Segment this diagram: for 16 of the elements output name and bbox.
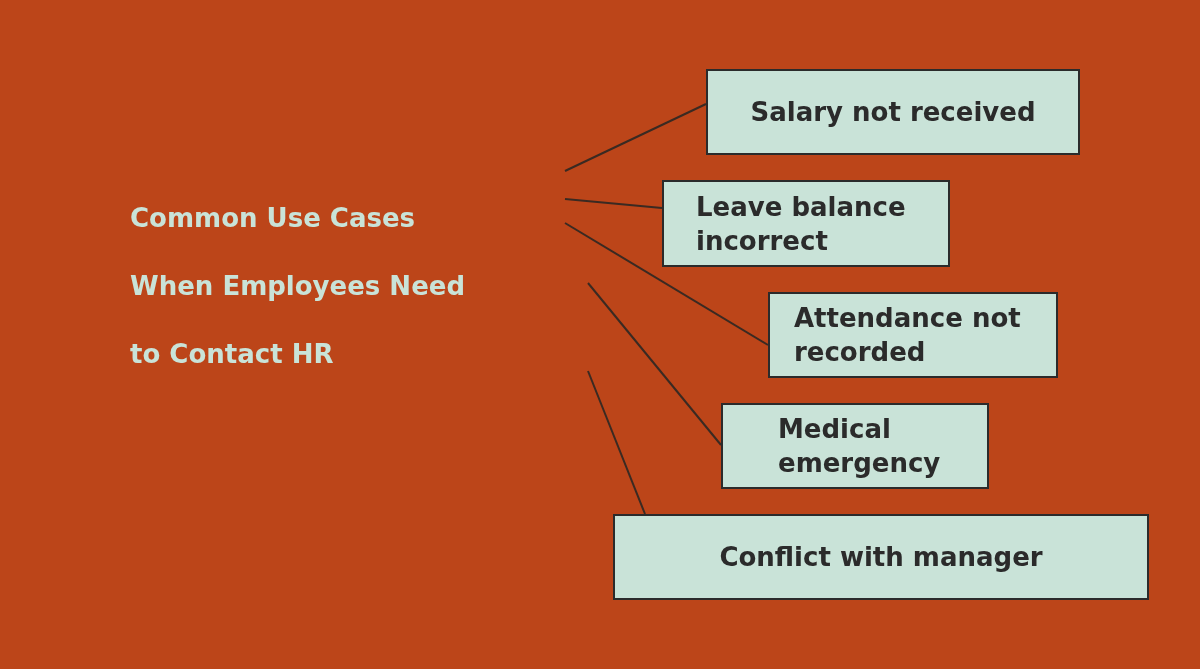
case-box [662,180,950,267]
case-box [721,403,989,489]
case-box [706,69,1080,155]
case-label: Attendance not recorded [794,302,1022,369]
case-box [613,514,1149,600]
case-label: Conflict with manager [719,541,1043,574]
connector-line [564,222,769,346]
case-label: Leave balance incorrect [696,190,907,258]
diagram-title: Common Use Cases When Employees Need to Contact HR [130,202,466,371]
connector-line [564,103,707,172]
connector-line [564,198,663,209]
connector-line [587,282,722,446]
case-box [768,292,1058,378]
case-label: Salary not received [750,96,1036,129]
connector-line [587,370,646,515]
case-label: Medical emergency [778,413,942,480]
